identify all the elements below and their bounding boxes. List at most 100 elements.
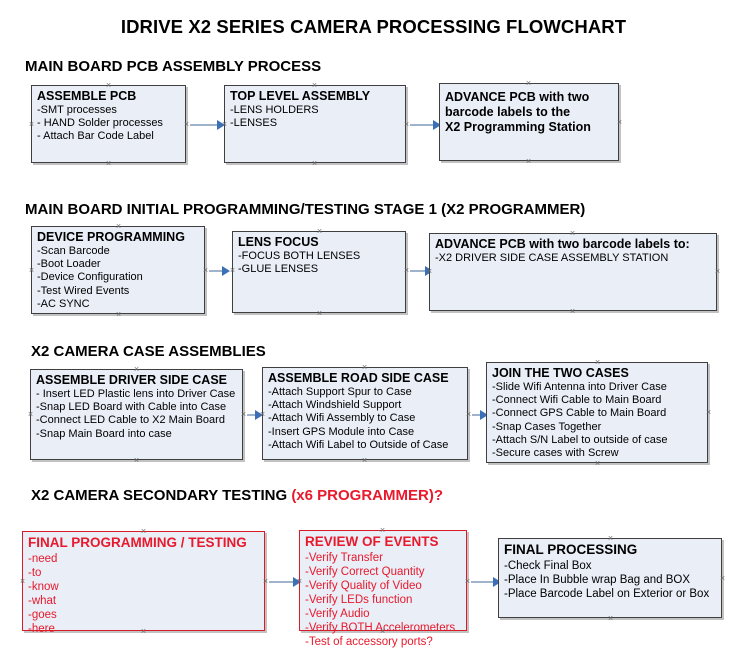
node-line: -FOCUS BOTH LENSES — [238, 250, 361, 262]
node-title: ASSEMBLE PCB — [37, 89, 137, 103]
node-line: -LENSES — [230, 117, 278, 130]
node-line: -Attach Wifi Assembly to Case — [268, 412, 416, 425]
node-final-programming-testing[interactable]: FINAL PROGRAMMING / TESTING -need -to -k… — [22, 531, 265, 635]
connection-handle[interactable] — [310, 159, 319, 168]
connection-handle[interactable] — [593, 358, 602, 367]
node-line: -Slide Wifi Antenna into Driver Case — [492, 381, 667, 393]
node-line: -AC SYNC — [37, 297, 90, 310]
node-line: -Verify Correct Quantity — [305, 566, 425, 578]
connection-handle[interactable] — [568, 307, 577, 316]
connector-device-programming-to-lens-focus — [209, 270, 223, 272]
node-line: -goes — [28, 609, 57, 621]
node-title: ASSEMBLE DRIVER SIDE CASE — [36, 373, 228, 387]
connection-handle[interactable] — [524, 79, 533, 88]
connection-handle[interactable] — [615, 118, 624, 127]
connection-handle[interactable] — [114, 222, 123, 231]
section-heading-x2-camera-case-assemblies: X2 CAMERA CASE ASSEMBLIES — [31, 343, 266, 360]
connection-handle[interactable] — [425, 267, 434, 276]
node-line: -Verify LEDs function — [305, 594, 413, 606]
node-assemble-driver-side-case[interactable]: ASSEMBLE DRIVER SIDE CASE - Insert LED P… — [30, 369, 243, 460]
connection-handle[interactable] — [139, 627, 148, 636]
node-title: FINAL PROCESSING — [504, 542, 638, 557]
node-device-programming[interactable]: DEVICE PROGRAMMING -Scan Barcode -Boot L… — [31, 226, 205, 314]
node-line: -know — [28, 581, 59, 593]
section-heading-text: MAIN BOARD INITIAL PROGRAMMING/TESTING S… — [25, 201, 586, 218]
section-heading-text: X2 CAMERA CASE ASSEMBLIES — [31, 343, 266, 360]
node-line: -Place Barcode Label on Exterior or Box — [504, 588, 710, 600]
connection-handle[interactable] — [360, 363, 369, 372]
connection-handle[interactable] — [27, 266, 36, 275]
connection-handle[interactable] — [18, 577, 27, 586]
node-title: TOP LEVEL ASSEMBLY — [230, 89, 371, 103]
connection-handle[interactable] — [27, 120, 36, 129]
connector-assemble-pcb-to-top-level — [190, 124, 218, 126]
connection-handle[interactable] — [132, 456, 141, 465]
node-line-overflow: -Test of accessory ports? — [305, 636, 433, 648]
connection-handle[interactable] — [524, 157, 533, 166]
connection-handle[interactable] — [139, 527, 148, 536]
node-assemble-road-side-case[interactable]: ASSEMBLE ROAD SIDE CASE -Attach Support … — [262, 367, 468, 460]
node-line: - Attach Bar Code Label — [37, 130, 154, 143]
node-advance-pcb-to-programming-station[interactable]: ADVANCE PCB with two barcode labels to t… — [439, 83, 619, 161]
node-line: -Place In Bubble wrap Bag and BOX — [504, 574, 691, 586]
node-line: -to — [28, 567, 42, 579]
connection-handle[interactable] — [315, 227, 324, 236]
connection-handle[interactable] — [704, 408, 713, 417]
node-title-cont: X2 Programming Station — [445, 120, 591, 134]
connection-handle[interactable] — [606, 614, 615, 623]
connection-handle[interactable] — [114, 310, 123, 319]
connection-handle[interactable] — [718, 574, 727, 583]
node-title: LENS FOCUS — [238, 235, 319, 249]
connection-handle[interactable] — [593, 459, 602, 468]
node-title: ADVANCE PCB with two barcode labels to: — [435, 237, 690, 251]
connection-handle[interactable] — [26, 410, 35, 419]
node-join-the-two-cases[interactable]: JOIN THE TWO CASES -Slide Wifi Antenna i… — [486, 362, 708, 463]
connection-handle[interactable] — [378, 526, 387, 535]
connection-handle[interactable] — [132, 365, 141, 374]
node-line: -GLUE LENSES — [238, 263, 319, 276]
node-title: ASSEMBLE ROAD SIDE CASE — [268, 371, 449, 385]
connection-handle[interactable] — [228, 266, 237, 275]
node-line: -what — [28, 595, 57, 607]
node-top-level-assembly[interactable]: TOP LEVEL ASSEMBLY -LENS HOLDERS -LENSES — [224, 85, 406, 163]
connection-handle[interactable] — [220, 120, 229, 129]
connection-handle[interactable] — [568, 229, 577, 238]
connection-handle[interactable] — [104, 159, 113, 168]
node-line: -Verify Transfer — [305, 552, 383, 564]
node-title: ADVANCE PCB with two — [445, 90, 590, 104]
node-lens-focus[interactable]: LENS FOCUS -FOCUS BOTH LENSES -GLUE LENS… — [232, 231, 406, 313]
node-line: -Verify Quality of Video — [305, 580, 422, 592]
connector-road-case-to-join-cases — [472, 414, 481, 416]
node-title: FINAL PROGRAMMING / TESTING — [28, 535, 247, 550]
node-line: -Connect GPS Cable to Main Board — [492, 407, 667, 420]
node-review-of-events[interactable]: REVIEW OF EVENTS -Verify Transfer -Verif… — [299, 530, 467, 648]
page-title: IDRIVE X2 SERIES CAMERA PROCESSING FLOWC… — [120, 16, 627, 37]
connection-handle[interactable] — [360, 456, 369, 465]
connection-handle[interactable] — [378, 627, 387, 636]
connection-handle[interactable] — [258, 410, 267, 419]
section-heading-accent: (x6 PROGRAMMER)? — [291, 487, 443, 504]
node-line: -Snap Main Board into case — [36, 427, 172, 440]
node-line: -Snap Cases Together — [492, 420, 602, 433]
connection-handle[interactable] — [104, 81, 113, 90]
node-line: - Insert LED Plastic lens into Driver Ca… — [36, 388, 236, 400]
connection-handle[interactable] — [606, 534, 615, 543]
connection-handle[interactable] — [295, 577, 304, 586]
node-line: -Attach S/N Label to outside of case — [492, 433, 668, 446]
section-heading-text: MAIN BOARD PCB ASSEMBLY PROCESS — [25, 58, 322, 75]
arrowhead-icon — [222, 266, 230, 276]
node-assemble-pcb[interactable]: ASSEMBLE PCB -SMT processes - HAND Solde… — [31, 85, 186, 163]
connector-final-programming-to-review — [269, 581, 294, 583]
node-title: JOIN THE TWO CASES — [492, 366, 629, 380]
connection-handle[interactable] — [310, 81, 319, 90]
node-line: -SMT processes — [37, 104, 117, 116]
node-line: -Boot Loader — [37, 258, 101, 271]
node-advance-pcb-to-driver-side-case[interactable]: ADVANCE PCB with two barcode labels to: … — [429, 233, 717, 311]
section-heading-main-board-pcb-assembly: MAIN BOARD PCB ASSEMBLY PROCESS — [25, 58, 321, 75]
connection-handle[interactable] — [713, 267, 722, 276]
connection-handle[interactable] — [315, 309, 324, 318]
arrowhead-icon — [480, 410, 488, 420]
node-final-processing[interactable]: FINAL PROCESSING -Check Final Box -Place… — [498, 538, 722, 618]
connector-top-level-to-advance-pcb — [410, 124, 434, 126]
node-title-cont: barcode labels to the — [445, 105, 571, 119]
